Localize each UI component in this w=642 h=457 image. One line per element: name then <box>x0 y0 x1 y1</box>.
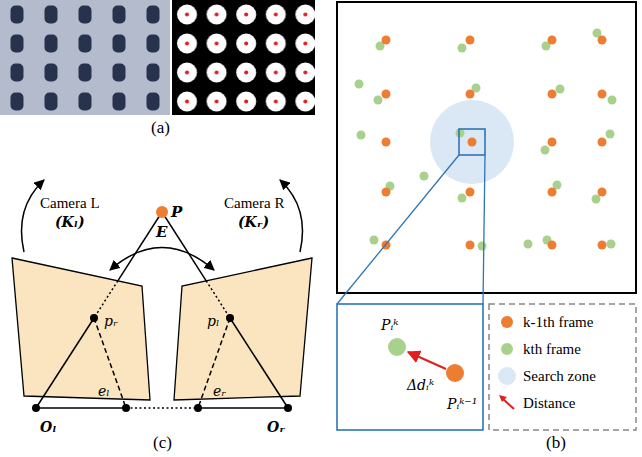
epipole-label: eᵣ <box>213 384 226 399</box>
world-point <box>156 206 168 218</box>
epipole-label: eₗ <box>98 384 110 399</box>
zoom-line <box>483 155 485 304</box>
panel-label: (b) <box>546 434 566 453</box>
distance-arrow <box>408 352 446 369</box>
search-zone <box>430 100 514 184</box>
center-label: Oᵣ <box>266 420 286 435</box>
zoom-marker <box>459 129 485 155</box>
intrinsic-label: (Kᵣ) <box>237 215 270 230</box>
prev-dots <box>382 36 607 250</box>
point-label: pₗ <box>207 314 219 329</box>
legend-arrow <box>495 391 519 415</box>
distance-label: Δdᵢᵏ <box>406 378 435 393</box>
intrinsic-label: (Kₗ) <box>54 215 86 230</box>
panel-label: (a) <box>151 119 170 138</box>
legend-text: k-1th frame <box>523 314 593 331</box>
image-plane <box>174 258 312 400</box>
kth-dots <box>355 29 617 251</box>
epipolar-lines <box>22 180 303 408</box>
zoom-line <box>337 155 459 304</box>
legend-swatch <box>495 310 519 334</box>
raw-image <box>0 0 170 115</box>
panel-label: (c) <box>153 434 172 453</box>
legend-text: Search zone <box>523 368 596 385</box>
points <box>32 314 292 412</box>
point-label: pᵣ <box>104 314 118 329</box>
camera-label: Camera R <box>223 195 285 212</box>
center-label: Oₗ <box>39 420 57 435</box>
legend-box <box>489 304 636 430</box>
point-label: Pᵢᵏ⁻¹ <box>446 397 478 412</box>
legend-swatch <box>495 337 519 361</box>
point-label: Pᵢᵏ <box>380 318 399 333</box>
camera-label: Camera L <box>39 195 101 212</box>
zoom-box <box>337 304 483 430</box>
legend-swatch <box>495 364 519 388</box>
legend-text: Distance <box>523 395 575 412</box>
point-label: P <box>170 204 183 221</box>
image-plane <box>12 258 150 400</box>
binary-image <box>172 0 315 115</box>
legend-text: kth frame <box>523 341 581 358</box>
essential-label: E <box>155 224 168 241</box>
prev-dot <box>446 364 464 382</box>
kth-dot <box>388 338 406 356</box>
